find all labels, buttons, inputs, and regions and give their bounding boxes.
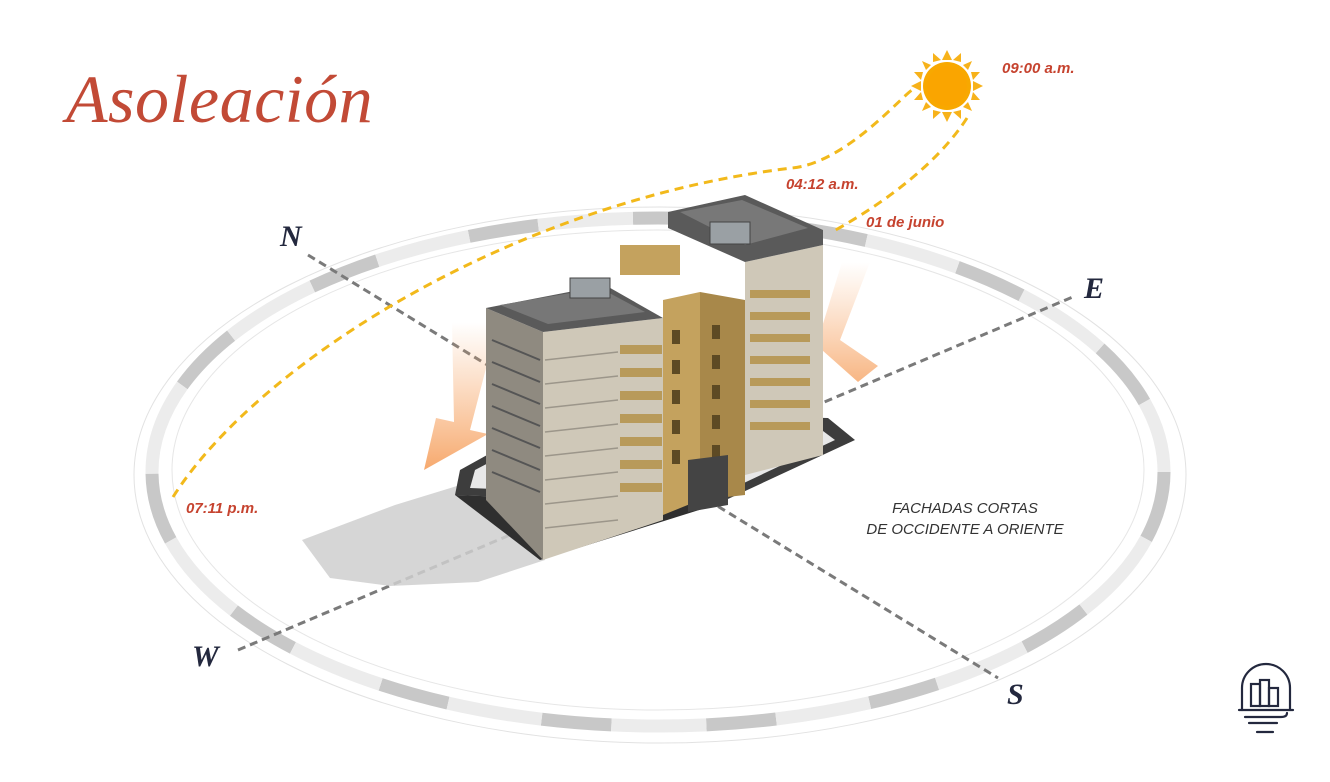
west-east-axis [237, 294, 1076, 652]
page-title: Asoleación [66, 61, 374, 137]
sunrise-time-label: 04:12 a.m. [786, 176, 859, 193]
compass-west-label: W [192, 640, 219, 673]
compass-east-label: E [1084, 272, 1105, 305]
building-model [455, 195, 855, 560]
brand-logo-icon [1237, 662, 1295, 734]
facade-note-line-2: DE OCCIDENTE A ORIENTE [866, 521, 1064, 538]
current-time-label: 09:00 a.m. [1002, 60, 1075, 77]
compass-ring [133, 206, 1187, 744]
sun-rays [424, 262, 878, 470]
sun-icon [911, 50, 983, 122]
date-label: 01 de junio [866, 214, 945, 231]
facade-note-line-1: FACHADAS CORTAS [892, 500, 1038, 517]
compass-south-label: S [1007, 678, 1024, 711]
compass-north-label: N [280, 220, 302, 253]
sun-path-arc [171, 88, 969, 498]
sunset-time-label: 07:11 p.m. [186, 500, 259, 517]
facade-note: FACHADAS CORTAS DE OCCIDENTE A ORIENTE [840, 498, 1090, 540]
